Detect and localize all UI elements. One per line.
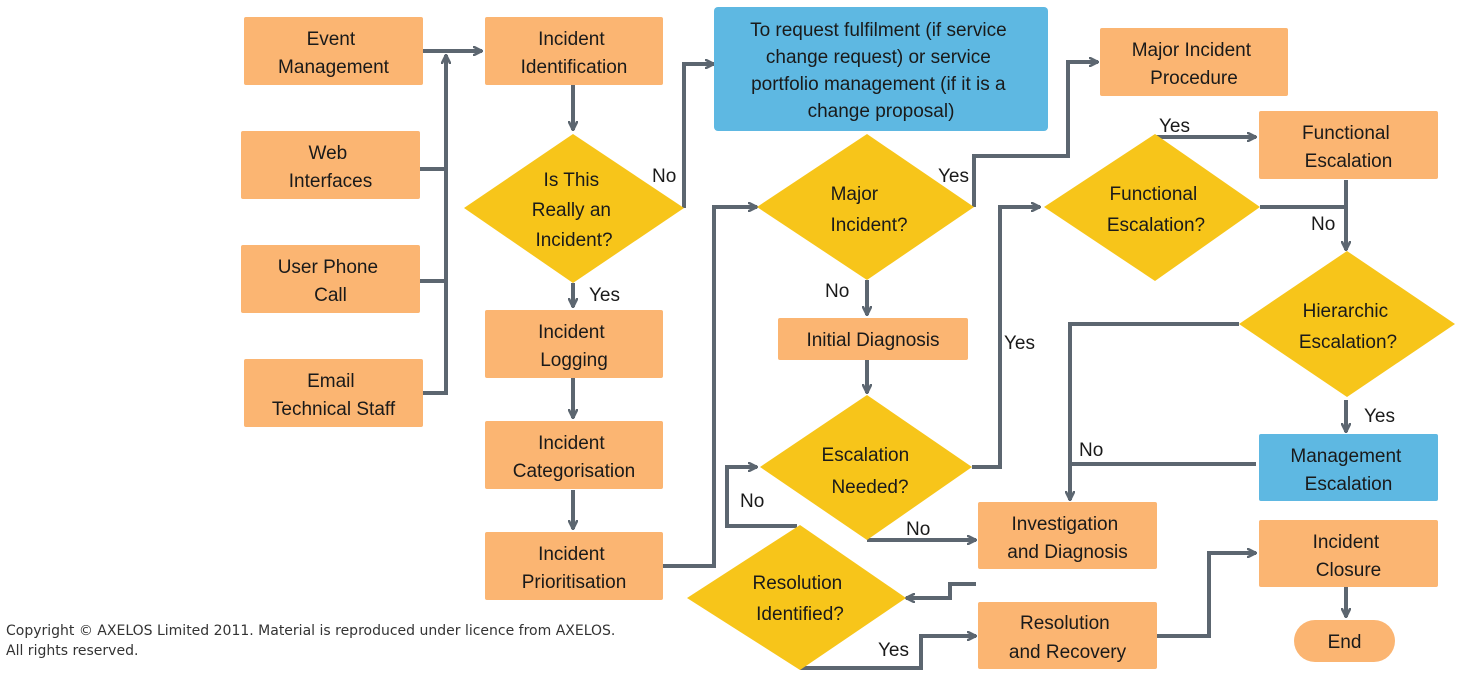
decision-diamond [760,395,972,540]
highlight-box [714,7,1048,131]
copyright-notice: Copyright © AXELOS Limited 2011. Materia… [6,621,706,661]
process-box [485,17,663,85]
node-label: Major Incident? [830,184,907,236]
node-user-phone-call: User Phone Call [241,245,420,313]
connector-major-yes [972,62,1098,207]
process-box [1259,111,1438,179]
node-incident-logging: Incident Logging [485,310,663,378]
node-initial-diagnosis: Initial Diagnosis [778,318,968,360]
node-event-management: Event Management [244,17,423,85]
node-label: Incident Closure [1313,532,1385,581]
node-label: Management Escalation [1290,446,1406,495]
connectors [420,51,1346,670]
node-label: Functional Escalation [1302,123,1395,172]
edge-label-functional-escalation-yes: Yes [1159,116,1190,137]
process-box [241,245,420,313]
edge-label-hierarchic-escalation-no: No [1079,440,1103,461]
process-box [485,532,663,600]
process-box [1259,520,1438,587]
node-request-fulfilment: To request fulfilment (if service change… [714,7,1048,131]
decision-diamond [464,134,684,283]
node-management-escalation: Management Escalation [1259,434,1438,501]
highlight-box [1259,434,1438,501]
decision-diamond [1044,134,1260,281]
process-box [978,602,1157,669]
connector-hierarchic-no [1070,322,1239,500]
process-box [241,131,420,199]
node-escalation-needed: Escalation Needed? [760,395,972,540]
process-box [978,502,1157,569]
edge-label-really-incident-yes: Yes [589,285,620,306]
connector-investigation-to-resolution [906,582,976,598]
node-incident-prioritisation: Incident Prioritisation [485,532,663,600]
edge-label-resolution-identified-no: No [740,491,764,512]
process-box [1100,28,1288,96]
node-functional-escalation: Functional Escalation [1259,111,1438,179]
edge-label-functional-escalation-no: No [1311,214,1335,235]
node-major-incident-procedure: Major Incident Procedure [1100,28,1288,96]
connector-resolution-yes [800,636,976,670]
connector-prioritisation-to-major [663,207,757,568]
node-resolution-recovery: Resolution and Recovery [978,602,1157,669]
node-end: End [1294,620,1395,662]
node-label: Is This Really an Incident? [532,170,617,251]
node-resolution-identified: Resolution Identified? [687,525,906,670]
node-label: Web Interfaces [289,143,372,192]
connector-escalation-yes [972,207,1040,469]
edge-label-hierarchic-escalation-yes: Yes [1364,406,1395,427]
copyright-line-2: All rights reserved. [6,643,139,659]
process-box [244,359,423,427]
node-label: Email Technical Staff [272,371,396,420]
node-functional-escalation-decision: Functional Escalation? [1044,134,1260,281]
decision-diamond [687,525,906,670]
edge-label-escalation-needed-no: No [906,519,930,540]
process-box [485,421,663,489]
node-hierarchic-escalation: Hierarchic Escalation? [1239,251,1455,397]
node-label: Event Management [278,29,390,78]
connector-resolution-no [725,467,797,528]
node-label: Functional Escalation? [1107,184,1205,236]
node-label: Major Incident Procedure [1132,40,1257,89]
node-label: To request fulfilment (if service change… [750,20,1012,122]
node-label: Incident Prioritisation [522,544,627,593]
node-label: Resolution and Recovery [1009,613,1127,663]
edge-label-major-incident-yes: Yes [938,166,969,187]
edge-label-really-incident-no: No [652,166,676,187]
decision-diamond [1239,251,1455,397]
connector-recovery-to-closure [1157,553,1256,638]
connector-really-incident-no [682,64,714,208]
node-label: Resolution Identified? [752,573,847,625]
node-email-technical-staff: Email Technical Staff [244,359,423,427]
node-incident-identification: Incident Identification [485,17,663,85]
decision-diamond [757,134,974,280]
edge-label-resolution-identified-yes: Yes [878,640,909,661]
node-label: Incident Logging [538,322,610,371]
edge-label-major-incident-no: No [825,281,849,302]
node-label: Hierarchic Escalation? [1299,301,1397,353]
node-is-really-incident: Is This Really an Incident? [464,134,684,283]
node-incident-categorisation: Incident Categorisation [485,421,663,489]
process-box [244,17,423,85]
connector-sources-bus [420,55,448,395]
node-label: Initial Diagnosis [806,330,939,351]
node-investigation-diagnosis: Investigation and Diagnosis [978,502,1157,569]
node-label: User Phone Call [278,257,384,306]
node-major-incident-decision: Major Incident? [757,134,974,280]
node-incident-closure: Incident Closure [1259,520,1438,587]
edge-label-escalation-needed-yes: Yes [1004,333,1035,354]
terminator-pill [1294,620,1395,662]
node-label: Incident Identification [521,29,628,78]
node-label: Escalation Needed? [822,445,915,498]
node-web-interfaces: Web Interfaces [241,131,420,199]
copyright-line-1: Copyright © AXELOS Limited 2011. Materia… [6,623,616,639]
node-label: Investigation and Diagnosis [1007,514,1127,563]
process-box [485,310,663,378]
process-box [778,318,968,360]
node-label: Incident Categorisation [513,433,636,482]
node-label: End [1328,632,1362,653]
